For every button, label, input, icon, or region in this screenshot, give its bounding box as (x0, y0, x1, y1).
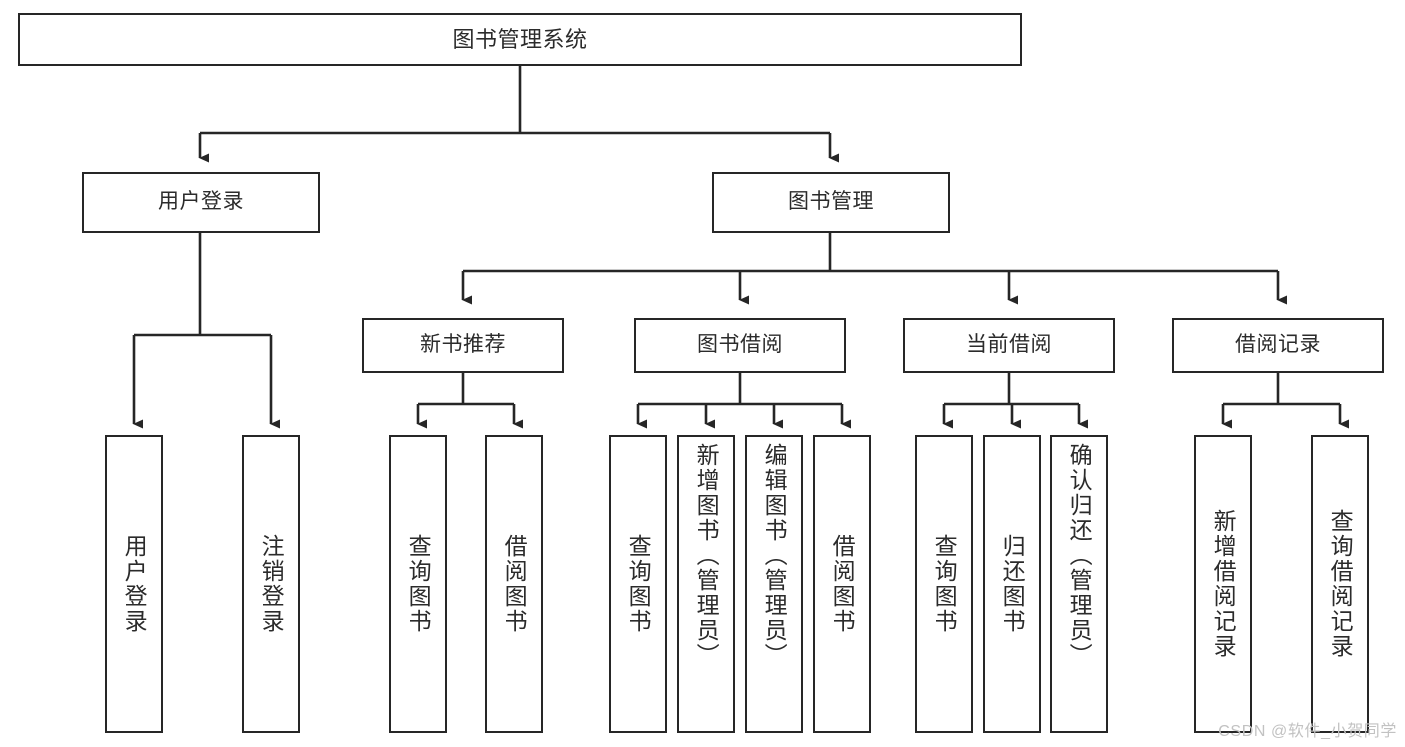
leaf-borrow-book-1[interactable]: 借阅图书 (485, 435, 543, 733)
node-label: 查询图书 (625, 534, 652, 634)
leaf-add-book-admin[interactable]: 新增图书（管理员） (677, 435, 735, 733)
node-root-system[interactable]: 图书管理系统 (18, 13, 1022, 66)
node-label: 图书管理 (788, 190, 874, 214)
node-label: 新书推荐 (420, 333, 506, 357)
leaf-confirm-return-admin[interactable]: 确认归还（管理员） (1050, 435, 1108, 733)
node-book-borrow[interactable]: 图书借阅 (634, 318, 846, 373)
node-label: 图书借阅 (697, 333, 783, 357)
node-user-login[interactable]: 用户登录 (82, 172, 320, 233)
node-label: 借阅图书 (501, 534, 528, 634)
leaf-query-borrow-record[interactable]: 查询借阅记录 (1311, 435, 1369, 733)
node-label: 图书管理系统 (452, 26, 588, 52)
leaf-edit-book-admin[interactable]: 编辑图书（管理员） (745, 435, 803, 733)
node-label: 新增图书（管理员） (693, 443, 720, 668)
leaf-add-borrow-record[interactable]: 新增借阅记录 (1194, 435, 1252, 733)
node-label: 确认归还（管理员） (1066, 443, 1093, 668)
node-label: 编辑图书（管理员） (761, 443, 788, 668)
node-borrow-record[interactable]: 借阅记录 (1172, 318, 1384, 373)
node-new-book-recommend[interactable]: 新书推荐 (362, 318, 564, 373)
leaf-user-login[interactable]: 用户登录 (105, 435, 163, 733)
node-label: 归还图书 (999, 534, 1026, 634)
leaf-return-book[interactable]: 归还图书 (983, 435, 1041, 733)
node-current-borrow[interactable]: 当前借阅 (903, 318, 1115, 373)
node-label: 新增借阅记录 (1210, 509, 1237, 659)
leaf-query-book-1[interactable]: 查询图书 (389, 435, 447, 733)
leaf-query-book-2[interactable]: 查询图书 (609, 435, 667, 733)
node-label: 查询图书 (405, 534, 432, 634)
node-label: 借阅图书 (829, 534, 856, 634)
node-label: 查询图书 (931, 534, 958, 634)
leaf-borrow-book-2[interactable]: 借阅图书 (813, 435, 871, 733)
node-label: 用户登录 (121, 534, 148, 634)
node-book-management[interactable]: 图书管理 (712, 172, 950, 233)
node-label: 用户登录 (158, 190, 244, 214)
leaf-query-book-3[interactable]: 查询图书 (915, 435, 973, 733)
leaf-logout[interactable]: 注销登录 (242, 435, 300, 733)
node-label: 注销登录 (258, 534, 285, 634)
node-label: 查询借阅记录 (1327, 509, 1354, 659)
csdn-watermark: CSDN @软件_小贺同学 (1218, 723, 1397, 740)
node-label: 借阅记录 (1235, 333, 1321, 357)
node-label: 当前借阅 (966, 333, 1052, 357)
